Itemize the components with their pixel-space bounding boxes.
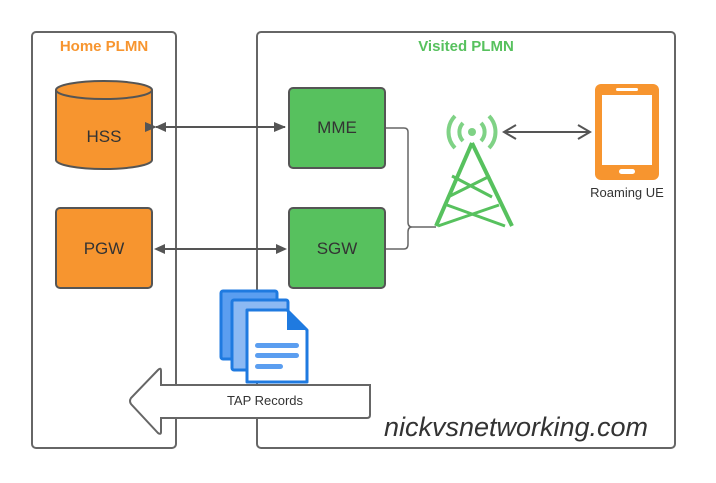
mme-node[interactable]: MME — [288, 87, 386, 169]
mme-label: MME — [317, 118, 357, 137]
pgw-node[interactable]: PGW — [55, 207, 153, 289]
tap-records-label: TAP Records — [227, 393, 304, 408]
edge-pgw-sgw-arrowhead-right — [276, 244, 287, 254]
sgw-label: SGW — [317, 239, 358, 258]
sgw-node[interactable]: SGW — [288, 207, 386, 289]
home-plmn-group: Home PLMN — [31, 31, 177, 449]
visited-plmn-group: Visited PLMN — [256, 31, 676, 449]
documents-icon — [219, 289, 309, 384]
watermark-text: nickvsnetworking.com — [384, 412, 648, 442]
edge-hss-mme-arrowhead — [155, 122, 166, 132]
hss-node[interactable]: HSS — [55, 80, 153, 170]
visited-plmn-title: Visited PLMN — [418, 38, 514, 55]
database-cylinder-icon — [55, 80, 153, 170]
edge-pgw-sgw-arrowhead-left — [154, 244, 165, 254]
smartphone-icon — [595, 84, 659, 180]
sgw-box — [288, 207, 386, 289]
tap-records-arrow[interactable]: TAP Records — [129, 367, 371, 435]
home-plmn-border — [31, 31, 177, 449]
pgw-label: PGW — [84, 239, 125, 258]
cell-tower-icon — [434, 114, 514, 228]
block-arrow-shape — [129, 367, 371, 435]
edge-tower-ue-arrowhead-right — [577, 124, 592, 140]
mme-box — [288, 87, 386, 169]
edge-core-to-tower — [386, 127, 436, 250]
pgw-box — [55, 207, 153, 289]
home-plmn-title: Home PLMN — [60, 38, 148, 55]
hss-label: HSS — [87, 127, 122, 146]
ue-node[interactable]: Roaming UE — [590, 84, 664, 200]
edge-tower-ue-arrowhead-left — [502, 124, 517, 140]
ue-label: Roaming UE — [590, 185, 664, 200]
visited-plmn-border — [256, 31, 676, 449]
